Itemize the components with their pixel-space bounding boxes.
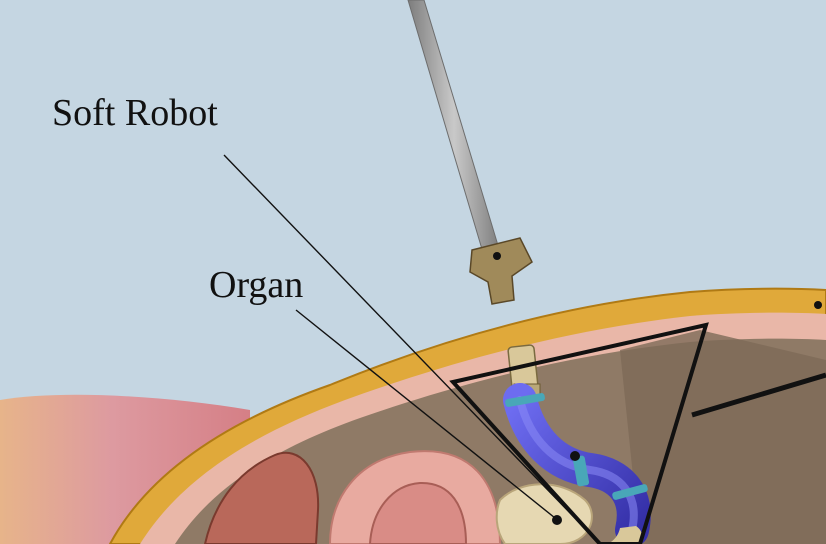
trocar-marker-dot bbox=[493, 252, 501, 260]
wall-marker-dot bbox=[814, 301, 822, 309]
organ-label: Organ bbox=[209, 266, 303, 304]
soft-robot-label: Soft Robot bbox=[52, 94, 218, 132]
robot-marker-dot bbox=[570, 451, 580, 461]
organ-tan bbox=[497, 484, 592, 544]
